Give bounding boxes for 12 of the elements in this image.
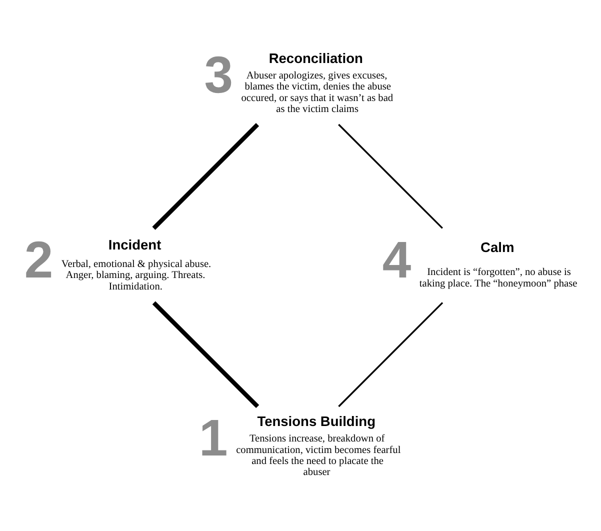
node-text: Reconciliation Abuser apologizes, gives excuses, blames the victim, denies the abuse occured, or says that it wasn’t as bad as the victim claims (241, 51, 394, 116)
node-label: 2 (24, 230, 54, 289)
connector (338, 124, 443, 229)
node-text: Tensions Building Tensions increase, breakdown of communication, victim becomes fearful and feels the need to placate the abuser (236, 414, 401, 478)
connector (152, 123, 260, 230)
node-label: 4 (382, 230, 412, 289)
node-text: Calm Incident is “forgotten”, no abuse is taking place. The “honeymoon” phase (419, 240, 578, 290)
node-label: 3 (204, 46, 233, 104)
node-label: 1 (199, 408, 228, 467)
connector (338, 302, 444, 408)
node-text: Incident Verbal, emotional & physical abuse. Anger, blaming, arguing. Threats. Intimidation. (61, 237, 212, 292)
connector (152, 301, 260, 408)
